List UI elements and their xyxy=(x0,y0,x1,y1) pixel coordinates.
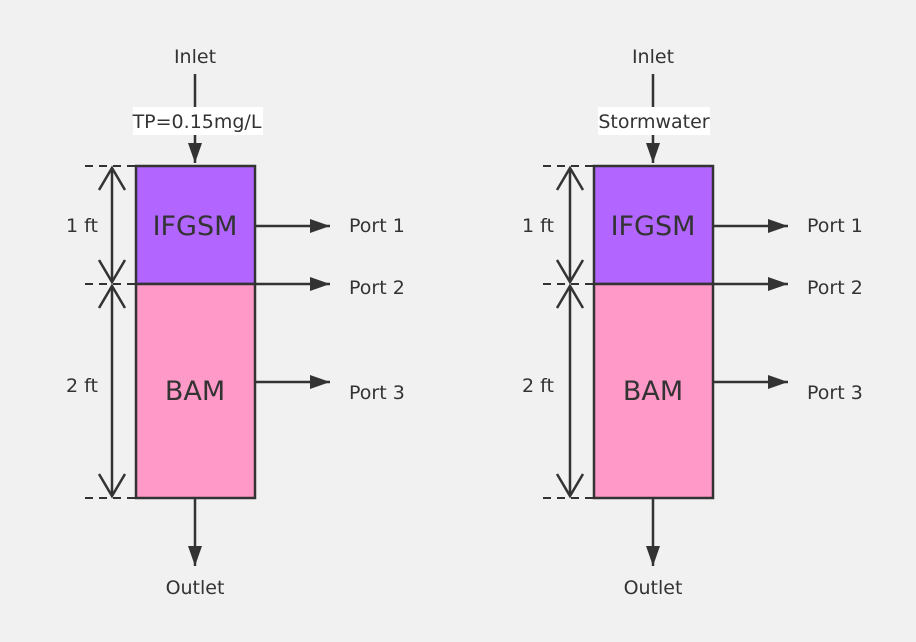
ifgsm-layer xyxy=(592,164,715,286)
port1-label: Port 1 xyxy=(349,215,405,237)
ifgsm-layer xyxy=(134,164,257,286)
inlet-label: Inlet xyxy=(174,46,216,68)
bottom-depth-arrowhead-up xyxy=(97,283,127,309)
top-depth-arrowhead-down xyxy=(555,259,585,285)
port1-label: Port 1 xyxy=(807,215,863,237)
column-left: Inlet TP=0.15mg/L IFGSM BAM 1 ft 2 ft Po… xyxy=(66,46,405,599)
column-right: Inlet Stormwater IFGSM BAM 1 ft 2 ft Por… xyxy=(522,46,863,599)
top-depth-label: 1 ft xyxy=(522,215,554,237)
influent-label-box xyxy=(133,107,263,135)
influent-label: Stormwater xyxy=(598,111,709,133)
bam-layer-label: BAM xyxy=(623,376,683,407)
port2-label: Port 2 xyxy=(807,277,863,299)
bottom-depth-arrowhead-down xyxy=(555,473,585,499)
top-depth-label: 1 ft xyxy=(66,215,98,237)
influent-label-box xyxy=(598,107,710,135)
outlet-label: Outlet xyxy=(624,577,683,599)
top-depth-arrowhead-up xyxy=(97,165,127,191)
top-depth-arrowhead-up xyxy=(555,165,585,191)
inlet-label: Inlet xyxy=(632,46,674,68)
bottom-depth-arrowhead-up xyxy=(555,283,585,309)
bam-layer xyxy=(592,282,715,500)
port2-label: Port 2 xyxy=(349,277,405,299)
top-depth-arrowhead-down xyxy=(97,259,127,285)
bottom-depth-label: 2 ft xyxy=(522,375,554,397)
bottom-depth-label: 2 ft xyxy=(66,375,98,397)
bam-layer-label: BAM xyxy=(165,376,225,407)
outlet-label: Outlet xyxy=(166,577,225,599)
bottom-depth-arrowhead-down xyxy=(97,473,127,499)
influent-label: TP=0.15mg/L xyxy=(132,111,262,133)
port3-label: Port 3 xyxy=(349,382,405,404)
ifgsm-layer-label: IFGSM xyxy=(611,211,696,242)
ifgsm-layer-label: IFGSM xyxy=(153,211,238,242)
port3-label: Port 3 xyxy=(807,382,863,404)
